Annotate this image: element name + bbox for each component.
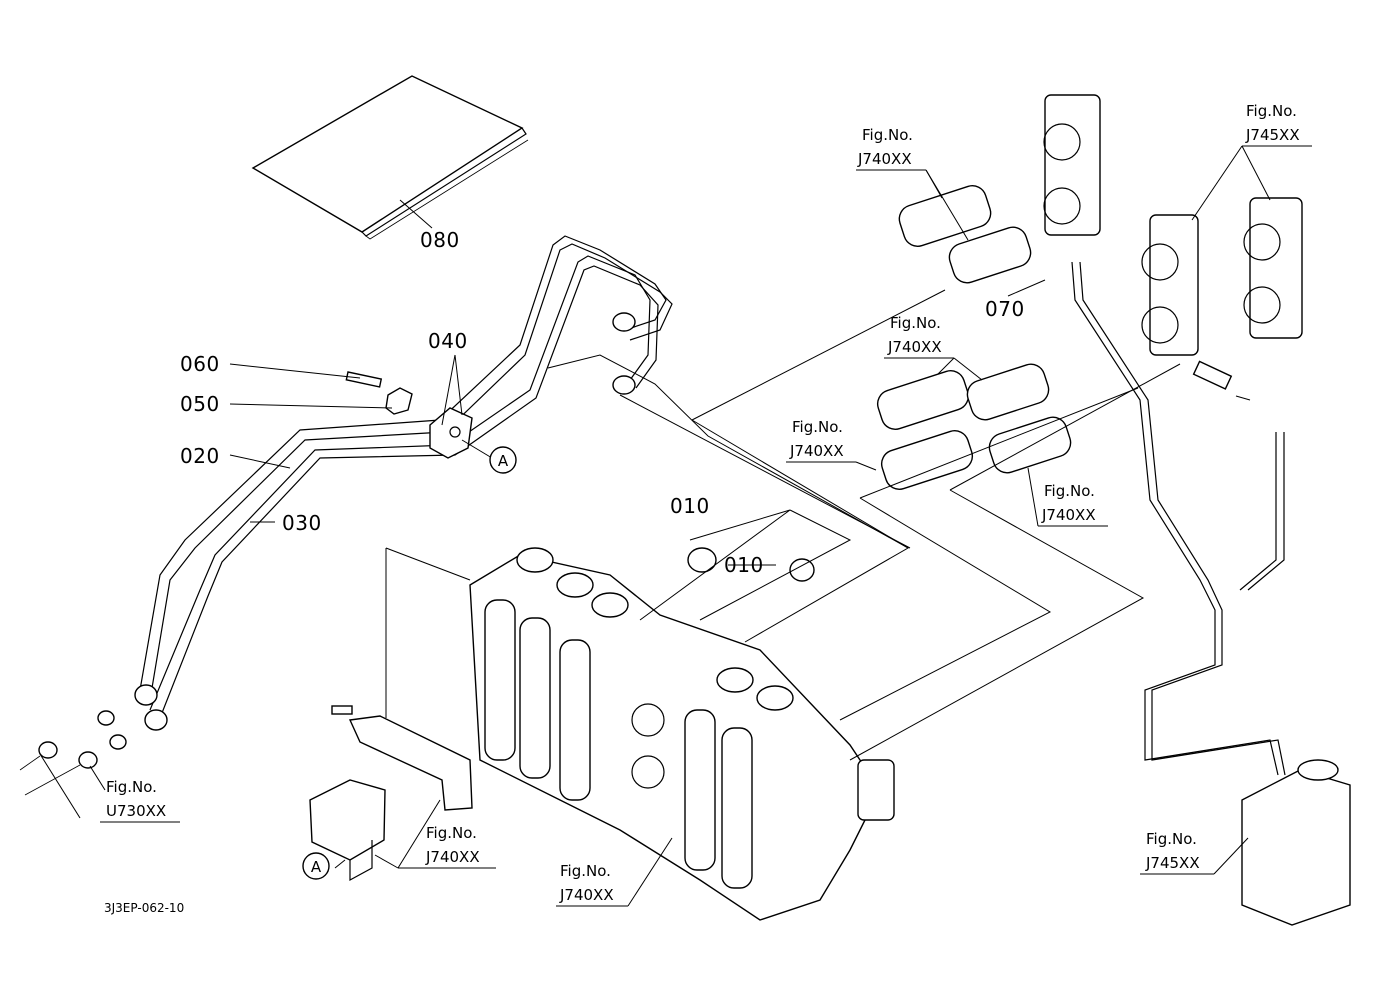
figure-references: Fig.No. J740XX Fig.No. J745XX Fig.No. J7… [100,102,1312,907]
clamp-assembly [345,371,473,459]
svg-text:Fig.No.: Fig.No. [1044,482,1095,500]
svg-text:J740XX: J740XX [1041,506,1096,524]
callout-a-label-2: A [311,858,322,876]
manual-sheet-080 [251,75,529,240]
svg-text:J740XX: J740XX [887,338,942,356]
svg-text:Fig.No.: Fig.No. [792,418,843,436]
coupler-blocks [1043,94,1303,356]
quick-couplers [876,185,1072,490]
svg-text:J740XX: J740XX [789,442,844,460]
part-labels: 080 040 060 050 020 030 010 010 070 [180,228,1025,577]
svg-text:Fig.No.: Fig.No. [890,314,941,332]
svg-text:J745XX: J745XX [1245,126,1300,144]
part-label-010-a: 010 [670,494,710,518]
figref-8: Fig.No. J740XX [556,837,673,907]
svg-text:U730XX: U730XX [106,802,166,820]
svg-text:J745XX: J745XX [1145,854,1200,872]
svg-text:Fig.No.: Fig.No. [560,862,611,880]
figref-2: Fig.No. J745XX [1191,102,1312,221]
part-label-040: 040 [428,329,468,353]
svg-text:Fig.No.: Fig.No. [1246,102,1297,120]
figref-7: Fig.No. J740XX [374,799,496,869]
leader-lines [39,279,1251,869]
svg-text:Fig.No.: Fig.No. [862,126,913,144]
figref-4: Fig.No. J740XX [786,418,877,471]
part-label-030: 030 [282,511,322,535]
svg-text:Fig.No.: Fig.No. [426,824,477,842]
svg-text:Fig.No.: Fig.No. [1146,830,1197,848]
figref-6: Fig.No. U730XX [100,778,180,823]
drawing-code: 3J3EP-062-10 [104,901,184,915]
drain-hoses-070 [1071,261,1286,776]
reservoir-tank [1241,759,1351,926]
figref-3: Fig.No. J740XX [884,314,983,381]
callout-a: A A [302,446,517,880]
svg-text:J740XX: J740XX [425,848,480,866]
part-label-020: 020 [180,444,220,468]
part-label-060: 060 [180,352,220,376]
part-label-010-b: 010 [724,553,764,577]
part-label-050: 050 [180,392,220,416]
svg-text:Fig.No.: Fig.No. [106,778,157,796]
part-label-070: 070 [985,297,1025,321]
figref-1: Fig.No. J740XX [856,126,969,241]
callout-a-label-1: A [498,452,509,470]
fitting-010 [687,547,815,582]
bracket [309,705,473,882]
pipe-020-030 [19,235,673,796]
part-label-080: 080 [420,228,460,252]
figref-5: Fig.No. J740XX [1027,467,1108,527]
figref-9: Fig.No. J745XX [1140,830,1249,875]
control-valve [469,547,895,921]
svg-text:J740XX: J740XX [857,150,912,168]
svg-text:J740XX: J740XX [559,886,614,904]
